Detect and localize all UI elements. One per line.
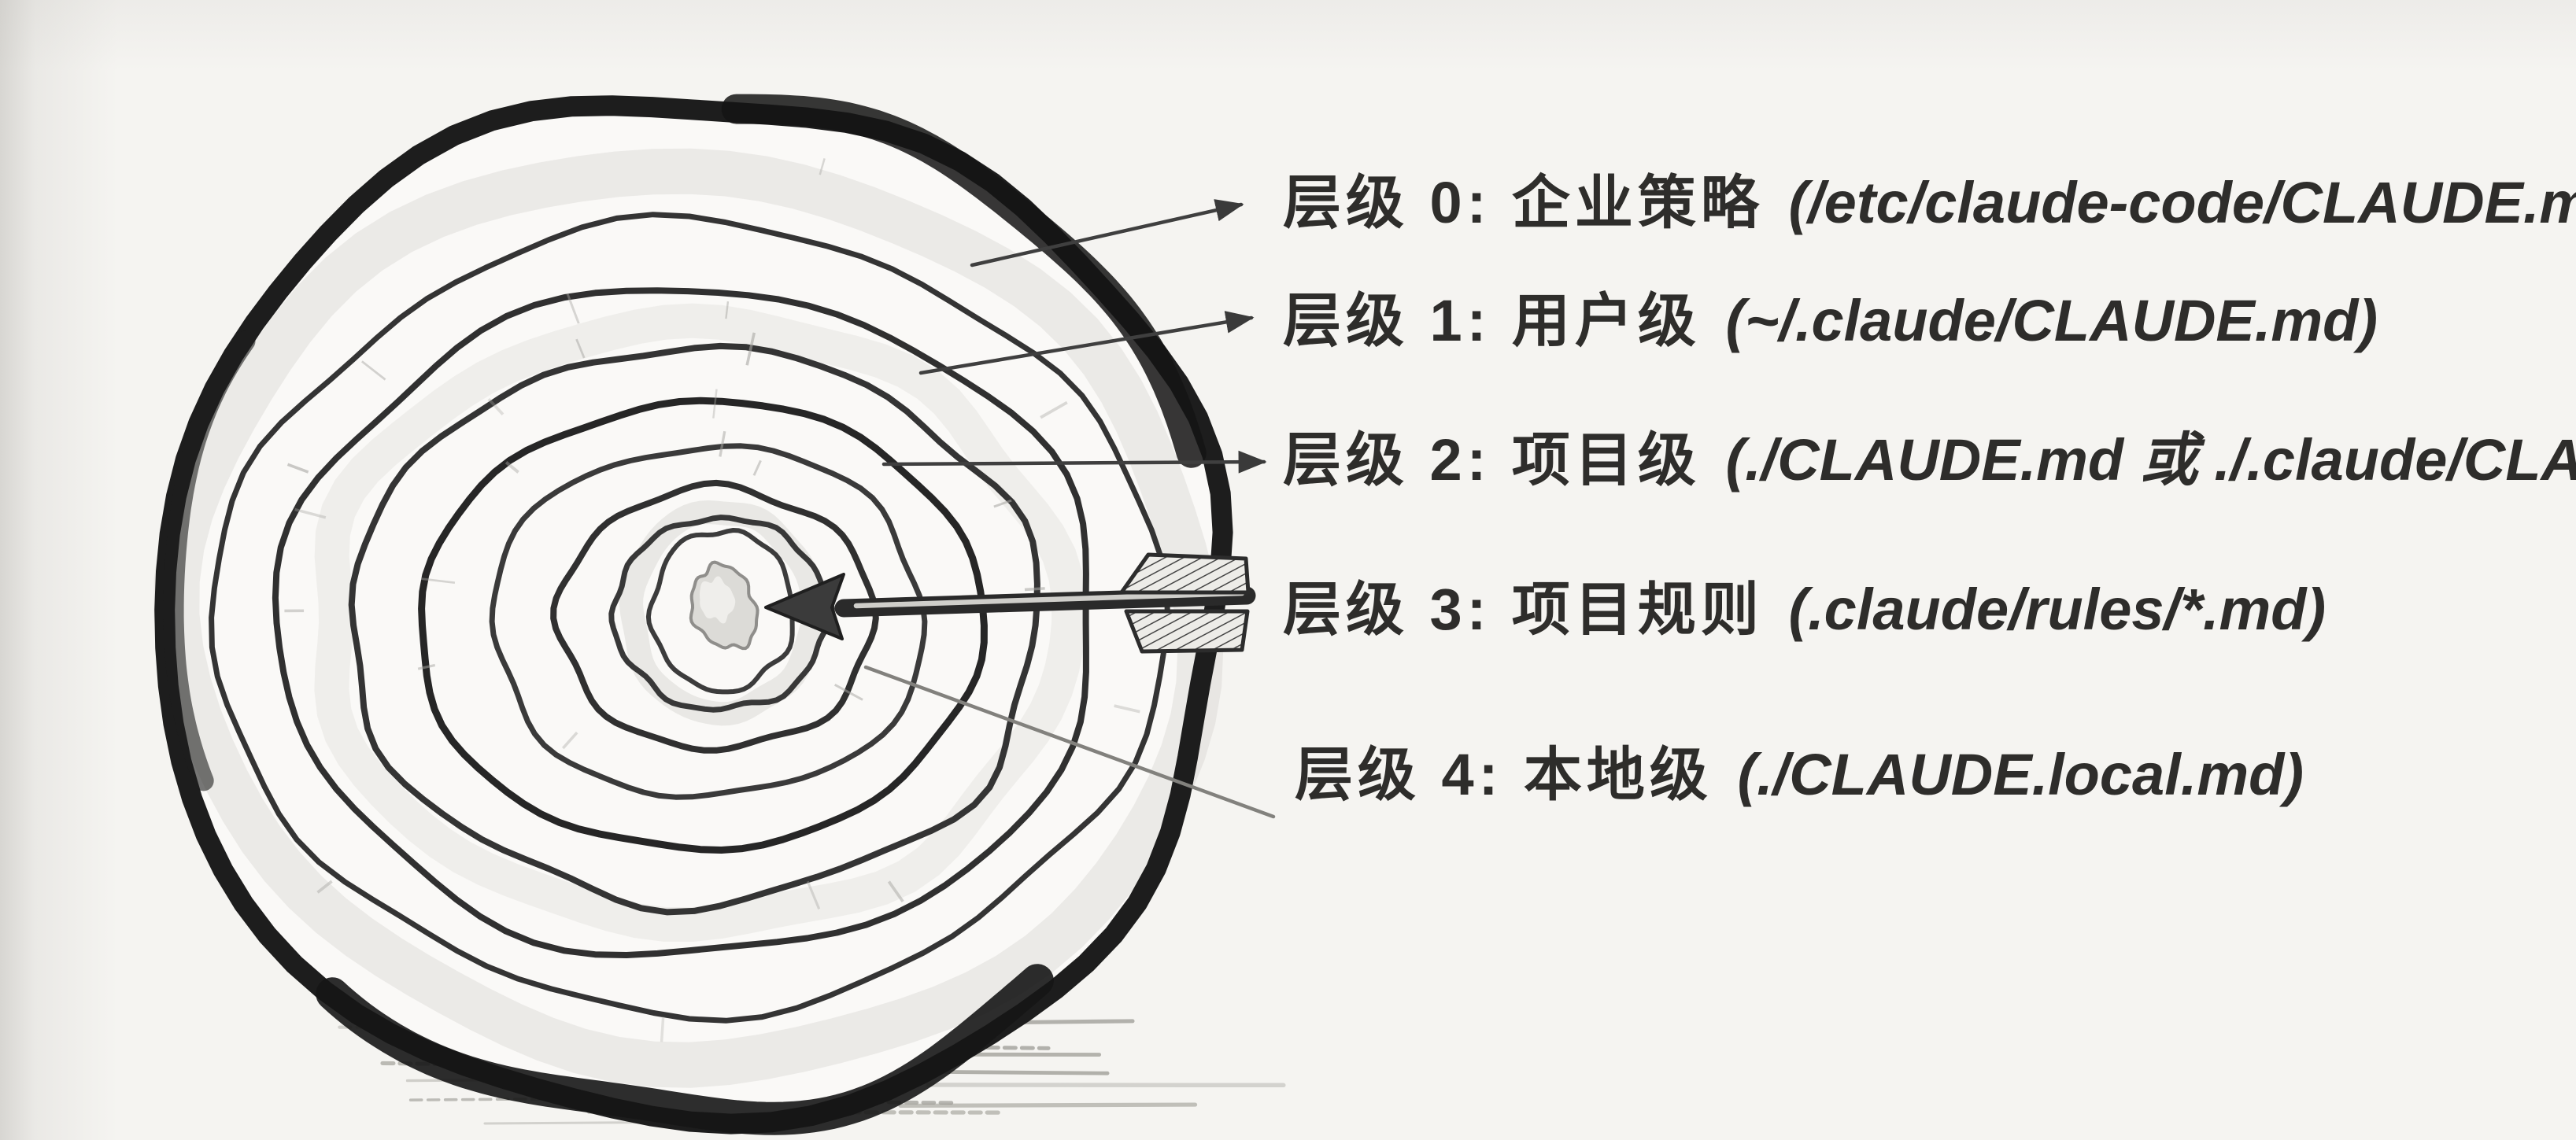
label-level-1-path: (~/.claude/CLAUDE.md) (1725, 288, 2378, 353)
label-level-4-title: 层级 4: 本地级 (1295, 742, 1713, 807)
label-level-1-title: 层级 1: 用户级 (1283, 288, 1701, 353)
label-level-3: 层级 3: 项目规则 (.claude/rules/*.md) (1283, 578, 2326, 641)
label-level-0: 层级 0: 企业策略 (/etc/claude-code/CLAUDE.md) (1283, 172, 2576, 234)
label-level-0-path: (/etc/claude-code/CLAUDE.md) (1788, 170, 2576, 235)
label-level-3-path: (.claude/rules/*.md) (1788, 577, 2327, 642)
label-level-2-path: (./CLAUDE.md 或 ./.claude/CLAUDE.md) (1725, 427, 2576, 493)
label-level-2-title: 层级 2: 项目级 (1283, 427, 1701, 493)
label-level-0-title: 层级 0: 企业策略 (1283, 170, 1764, 235)
label-level-3-title: 层级 3: 项目规则 (1283, 577, 1764, 642)
label-level-4-path: (./CLAUDE.local.md) (1737, 742, 2304, 807)
label-level-4: 层级 4: 本地级 (./CLAUDE.local.md) (1295, 743, 2304, 806)
label-level-1: 层级 1: 用户级 (~/.claude/CLAUDE.md) (1283, 290, 2378, 352)
label-level-2: 层级 2: 项目级 (./CLAUDE.md 或 ./.claude/CLAUD… (1283, 429, 2576, 492)
